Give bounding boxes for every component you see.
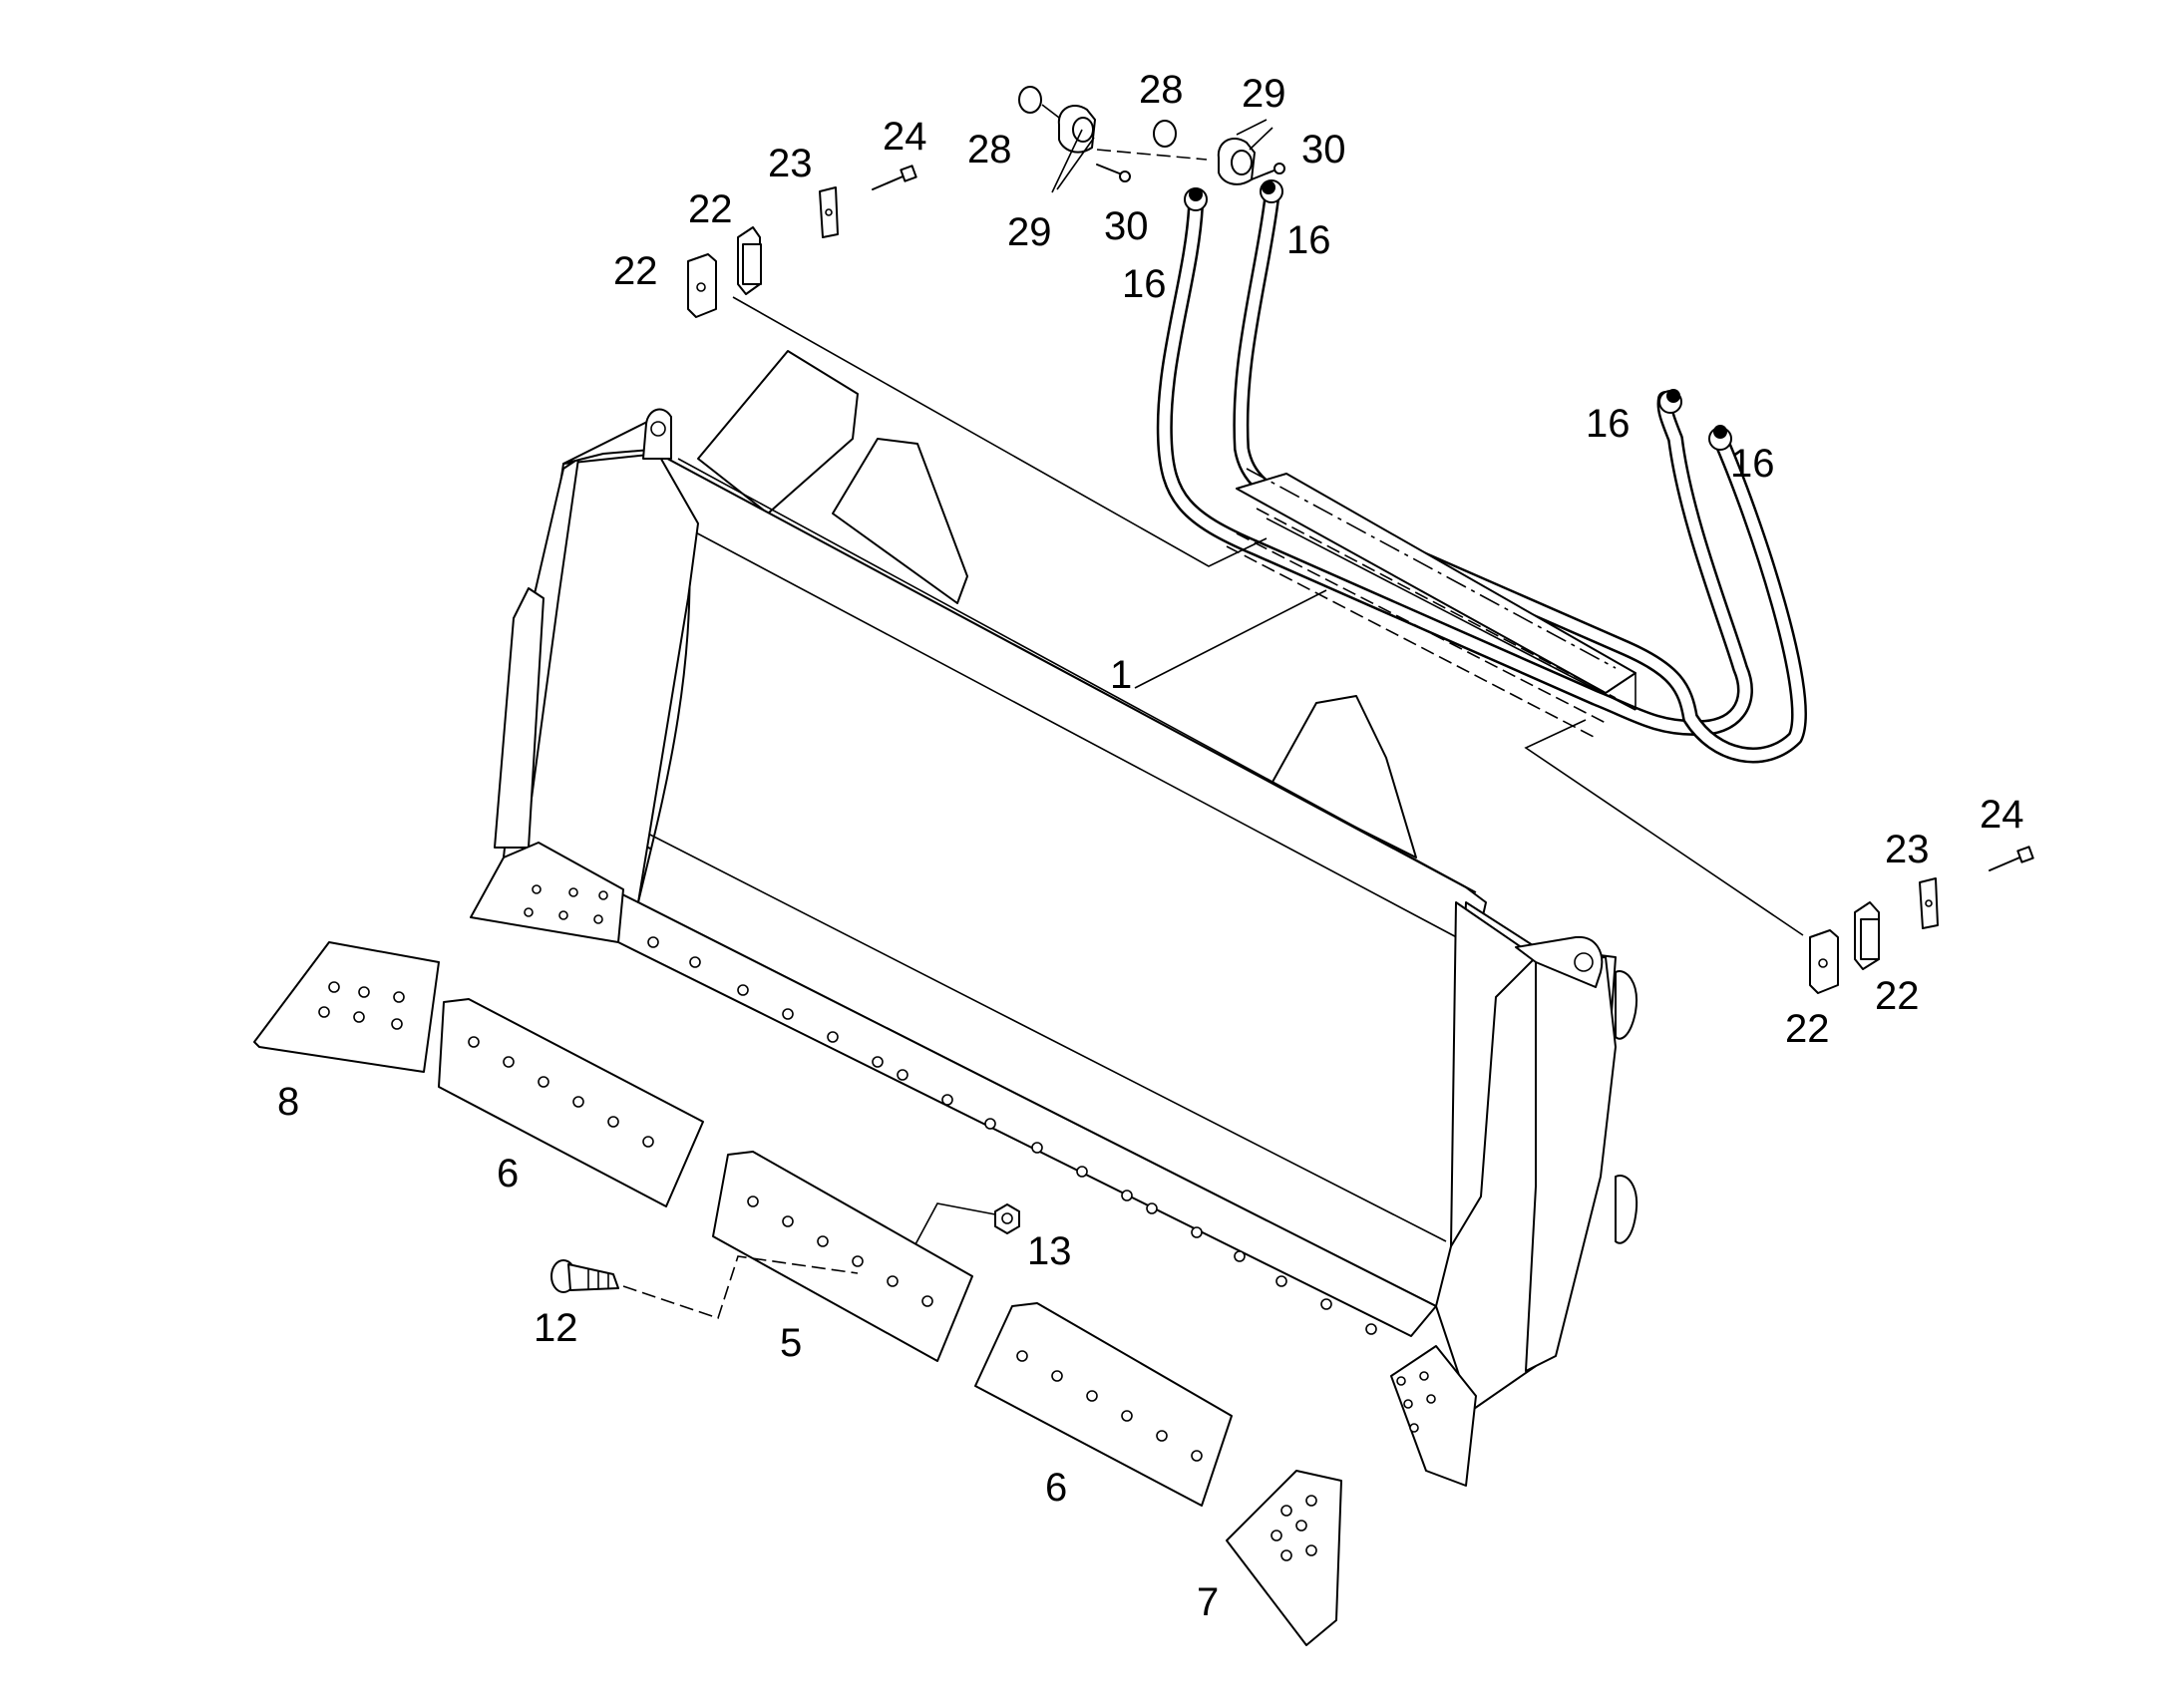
callout-5: 5 — [780, 1321, 802, 1365]
callout-1: 1 — [1110, 653, 1132, 697]
part-clamp-half-left-lower — [687, 253, 717, 318]
callout-16-b: 16 — [1286, 218, 1331, 262]
part-screw-left — [872, 165, 917, 190]
callout-30-left: 30 — [1104, 204, 1149, 248]
cutting-edge-holes — [647, 936, 1377, 1335]
callout-23-left: 23 — [768, 142, 813, 185]
part-clamp-half-right-upper — [1854, 901, 1880, 970]
part-edge-segment-right — [974, 1302, 1233, 1507]
part-oring-left — [1018, 86, 1042, 114]
callout-28-left: 28 — [967, 128, 1012, 171]
part-plate-left-hole — [825, 208, 833, 216]
leader-lines — [622, 104, 1804, 1320]
hose-upper-left — [1156, 198, 1753, 737]
callout-30-right: 30 — [1301, 128, 1346, 171]
right-mount-boss-lower — [1615, 1175, 1638, 1244]
part-edge-segment-left — [438, 998, 704, 1207]
hose-fitting-b-nut — [1262, 180, 1275, 194]
part-corner-left — [253, 941, 440, 1073]
callout-24-right: 24 — [1980, 793, 2024, 837]
callout-22-b: 22 — [613, 249, 658, 293]
part-bolt — [550, 1259, 619, 1293]
right-pivot-ear — [1515, 935, 1604, 988]
callout-29-left: 29 — [1007, 210, 1052, 254]
part-flange-right — [1217, 138, 1256, 185]
callout-28-right: 28 — [1139, 68, 1184, 112]
hose-upper-right — [1233, 191, 1807, 764]
callout-12: 12 — [534, 1306, 578, 1350]
side-plate-left-rim — [494, 587, 545, 849]
part-plate-right-hole — [1925, 899, 1933, 907]
right-mount-boss-upper — [1615, 970, 1637, 1040]
right-side-cutter-holes — [1396, 1371, 1436, 1433]
rear-bracket-left — [697, 350, 859, 514]
bucket-body — [470, 350, 1638, 1487]
callout-22-d: 22 — [1875, 974, 1920, 1018]
rear-bracket-left-2 — [832, 438, 968, 604]
callout-22-c: 22 — [1785, 1007, 1830, 1051]
hydraulic-hoses — [1156, 179, 1807, 764]
callout-23-right: 23 — [1885, 828, 1930, 871]
hose-fitting-c-nut — [1666, 389, 1680, 403]
left-side-cutter-holes — [524, 884, 608, 924]
side-plate-right-outer — [1525, 956, 1617, 1372]
right-side-cutter-plate — [1390, 1345, 1477, 1487]
hose-routing-guide — [1226, 468, 1636, 739]
callout-16-a: 16 — [1122, 262, 1167, 306]
part-nut — [994, 1203, 1020, 1234]
part-oring-right — [1153, 120, 1177, 148]
part-flange-screw-left — [1096, 164, 1131, 182]
part-screw-right — [1989, 846, 2034, 871]
part-flange-screw-right — [1251, 163, 1285, 180]
part-edge-segment-center — [712, 1151, 973, 1362]
hose-fitting-d-nut — [1713, 425, 1727, 439]
hose-fitting-a-nut — [1189, 187, 1203, 201]
part-clamp-half-left-upper — [737, 226, 762, 295]
callout-16-c: 16 — [1586, 402, 1631, 446]
part-clamp-half-right-lower — [1809, 929, 1839, 994]
callout-8: 8 — [277, 1080, 299, 1124]
hose-fittings — [1184, 179, 1732, 451]
callout-13: 13 — [1027, 1229, 1072, 1273]
callout-29-right: 29 — [1242, 72, 1286, 116]
callout-16-d: 16 — [1730, 442, 1775, 486]
callout-labels: 1 5 6 6 7 8 12 13 16 16 16 16 22 22 22 2… — [277, 68, 2024, 1624]
callout-6-right: 6 — [1045, 1466, 1067, 1510]
part-flange-left — [1057, 105, 1096, 154]
callout-6-left: 6 — [497, 1152, 519, 1196]
callout-24-left: 24 — [883, 115, 927, 159]
part-corner-right — [1226, 1470, 1342, 1646]
callout-22-a: 22 — [688, 187, 733, 231]
left-side-cutter-plate — [470, 842, 624, 943]
callout-7: 7 — [1197, 1580, 1219, 1624]
